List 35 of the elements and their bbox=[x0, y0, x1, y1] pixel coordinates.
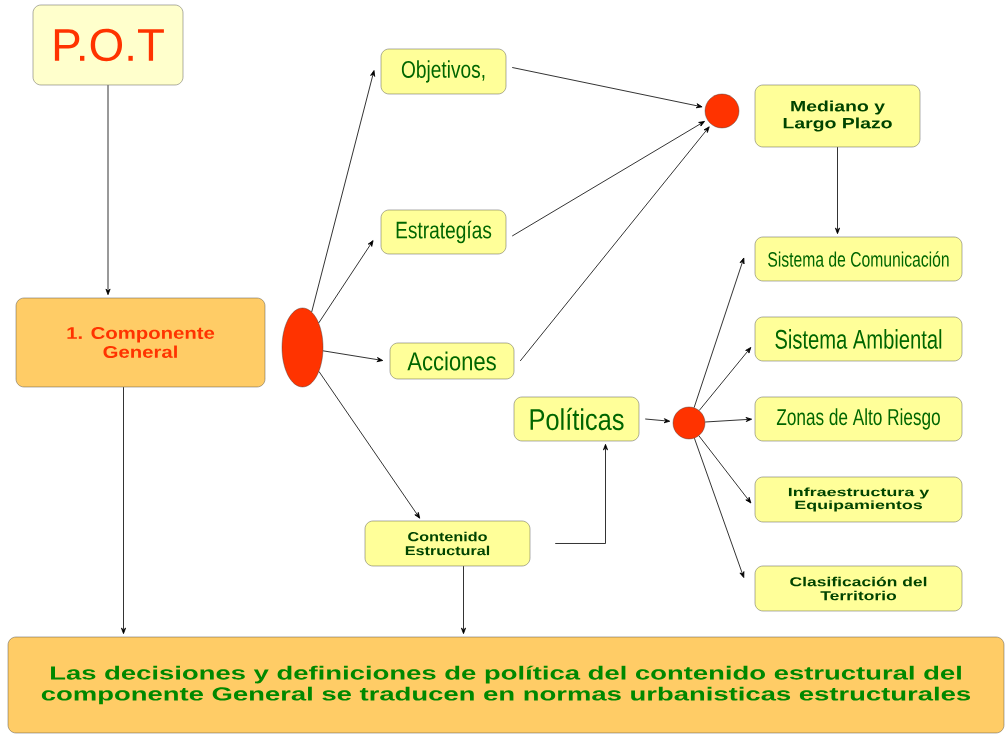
process-box: Sistema de Comunicación bbox=[754, 236, 963, 282]
title-box: P.O.T bbox=[32, 4, 184, 86]
arrow bbox=[318, 240, 374, 324]
process-box: Zonas de Alto Riesgo bbox=[754, 396, 963, 442]
arrow bbox=[554, 443, 608, 544]
arrow bbox=[644, 418, 671, 424]
process-box: Clasificación del Territorio bbox=[754, 565, 963, 612]
junction-circle bbox=[704, 93, 740, 129]
arrow bbox=[519, 126, 710, 362]
process-box: Objetivos, bbox=[380, 48, 507, 95]
arrow bbox=[121, 386, 126, 635]
arrow bbox=[318, 371, 421, 519]
arrow bbox=[835, 146, 840, 235]
component-box: 1. Componente General bbox=[15, 297, 266, 388]
arrow bbox=[105, 84, 111, 296]
arrow bbox=[311, 70, 376, 313]
process-box: Acciones bbox=[389, 342, 515, 380]
conclusion-box: Las decisiones y definiciones de política del contenido estructural del componente General se traducen en normas urbanisticas estructurales bbox=[7, 636, 1005, 734]
arrow bbox=[698, 347, 752, 411]
arrow bbox=[511, 121, 705, 237]
arrow bbox=[704, 417, 753, 423]
process-box: Políticas bbox=[513, 396, 640, 442]
arrow bbox=[322, 350, 384, 363]
process-box: Sistema Ambiental bbox=[754, 316, 963, 362]
junction-circle bbox=[672, 406, 706, 440]
arrow bbox=[693, 257, 745, 408]
arrow bbox=[694, 437, 745, 578]
arrow bbox=[461, 565, 466, 635]
arrow bbox=[511, 67, 703, 109]
junction-ellipse bbox=[281, 307, 324, 388]
process-box: Contenido Estructural bbox=[364, 520, 531, 567]
process-box: Mediano y Largo Plazo bbox=[754, 84, 921, 148]
arrow bbox=[698, 435, 752, 504]
process-box: Estrategías bbox=[380, 209, 507, 255]
process-box: Infraestructura y Equipamientos bbox=[754, 476, 963, 523]
